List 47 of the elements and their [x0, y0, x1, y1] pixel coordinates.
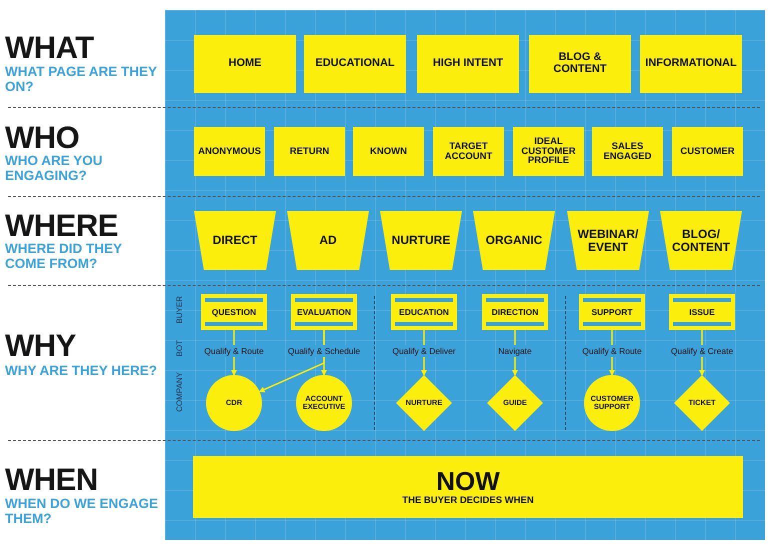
category-box: HIGH INTENT — [417, 35, 519, 93]
section-heading: WHAT — [5, 30, 94, 66]
section-question: WHO ARE YOU ENGAGING? — [5, 153, 104, 183]
category-box: BLOG & CONTENT — [529, 35, 631, 93]
source-trapezoid: WEBINAR/ EVENT — [567, 211, 649, 270]
section-question: WHERE DID THEY COME FROM? — [5, 241, 123, 271]
edge-label: Qualify & Deliver — [390, 345, 458, 357]
lane-label: BUYER — [175, 296, 184, 324]
category-box: CUSTOMER — [672, 127, 743, 176]
lane-label: COMPANY — [175, 372, 184, 412]
banner-title: NOW — [436, 468, 500, 496]
category-box: TARGET ACCOUNT — [433, 127, 504, 176]
category-box: ANONYMOUS — [194, 127, 265, 176]
edge-label: Qualify & Schedule — [286, 345, 362, 357]
category-box: IDEAL CUSTOMER PROFILE — [513, 127, 584, 176]
category-box: SALES ENGAGED — [592, 127, 663, 176]
section-heading: WHERE — [5, 208, 118, 244]
buyer-intent-box: DIRECTION — [482, 294, 548, 330]
source-trapezoid: AD — [287, 211, 369, 270]
source-trapezoid: DIRECT — [194, 211, 276, 270]
edge-label: Qualify & Route — [580, 345, 644, 357]
buyer-intent-box: EVALUATION — [291, 294, 357, 330]
category-box: HOME — [194, 35, 296, 93]
now-banner — [193, 456, 743, 518]
section-heading: WHY — [5, 328, 76, 364]
section-question: WHY ARE THEY HERE? — [5, 363, 158, 378]
source-trapezoid: ORGANIC — [473, 211, 555, 270]
buyer-intent-box: SUPPORT — [579, 294, 645, 330]
banner-subtitle: THE BUYER DECIDES WHEN — [402, 496, 534, 506]
buyer-intent-box: EDUCATION — [391, 294, 457, 330]
arrow — [258, 330, 325, 392]
edge-label: Qualify & Create — [668, 345, 736, 357]
source-trapezoid: BLOG/ CONTENT — [660, 211, 742, 270]
category-box: RETURN — [274, 127, 345, 176]
source-trapezoid: NURTURE — [380, 211, 462, 270]
buyer-intent-box: QUESTION — [201, 294, 267, 330]
section-question: WHEN DO WE ENGAGE THEM? — [5, 496, 160, 526]
edge-label: Navigate — [496, 345, 534, 357]
edge-label: Qualify & Route — [202, 345, 266, 357]
section-heading: WHEN — [5, 462, 98, 498]
section-question: WHAT PAGE ARE THEY ON? — [5, 64, 158, 94]
category-box: EDUCATIONAL — [304, 35, 406, 93]
lane-label: BOT — [175, 340, 184, 356]
category-box: INFORMATIONAL — [640, 35, 742, 93]
section-heading: WHO — [5, 120, 80, 156]
category-box: KNOWN — [353, 127, 424, 176]
buyer-intent-box: ISSUE — [669, 294, 735, 330]
